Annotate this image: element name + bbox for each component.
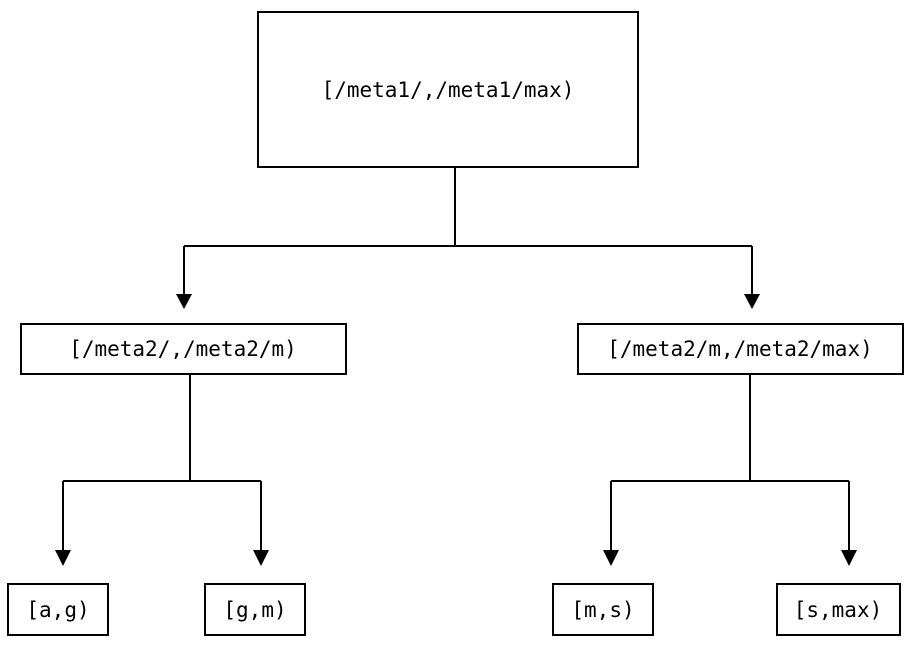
edge-mid-right-leaf-4 xyxy=(841,481,857,566)
node-mid-right-box[interactable] xyxy=(576,322,905,376)
node-leaf-m-s[interactable]: [m,s) xyxy=(551,582,655,637)
node-root-box[interactable] xyxy=(256,10,640,169)
node-leaf-s-max-label: [s,max) xyxy=(794,598,883,622)
node-leaf-a-g-box[interactable] xyxy=(6,582,110,637)
node-leaf-a-g-label: [a,g) xyxy=(26,598,89,622)
edge-mid-left-leaf-2 xyxy=(253,481,269,566)
node-mid-right[interactable]: [/meta2/m,/meta2/max) xyxy=(576,322,905,376)
edge-mid-right-leaf-3 xyxy=(603,481,619,566)
node-leaf-m-s-label: [m,s) xyxy=(571,598,634,622)
arrow-down-icon xyxy=(55,550,71,566)
arrow-down-icon xyxy=(253,550,269,566)
edge-group-mid-right xyxy=(603,374,857,566)
node-leaf-g-m[interactable]: [g,m) xyxy=(203,582,307,637)
node-root[interactable]: [/meta1/,/meta1/max) xyxy=(256,10,640,169)
node-mid-left-label: [/meta2/,/meta2/m) xyxy=(69,337,297,361)
edge-root-mid-right xyxy=(744,246,760,309)
arrow-down-icon xyxy=(603,550,619,566)
node-mid-left-box[interactable] xyxy=(19,322,348,376)
node-root-label: [/meta1/,/meta1/max) xyxy=(322,78,575,102)
arrow-down-icon xyxy=(744,294,760,309)
node-mid-left[interactable]: [/meta2/,/meta2/m) xyxy=(19,322,348,376)
node-mid-right-label: [/meta2/m,/meta2/max) xyxy=(607,337,873,361)
node-leaf-g-m-label: [g,m) xyxy=(223,598,286,622)
arrow-down-icon xyxy=(841,550,857,566)
edge-mid-left-leaf-1 xyxy=(55,481,71,566)
edge-root-mid-left xyxy=(176,246,192,309)
node-leaf-m-s-box[interactable] xyxy=(551,582,655,637)
node-leaf-s-max[interactable]: [s,max) xyxy=(775,582,902,637)
arrow-down-icon xyxy=(176,294,192,309)
node-leaf-s-max-box[interactable] xyxy=(775,582,902,637)
edge-group-mid-left xyxy=(55,374,269,566)
node-leaf-a-g[interactable]: [a,g) xyxy=(6,582,110,637)
edge-group-root xyxy=(176,167,760,309)
node-leaf-g-m-box[interactable] xyxy=(203,582,307,637)
